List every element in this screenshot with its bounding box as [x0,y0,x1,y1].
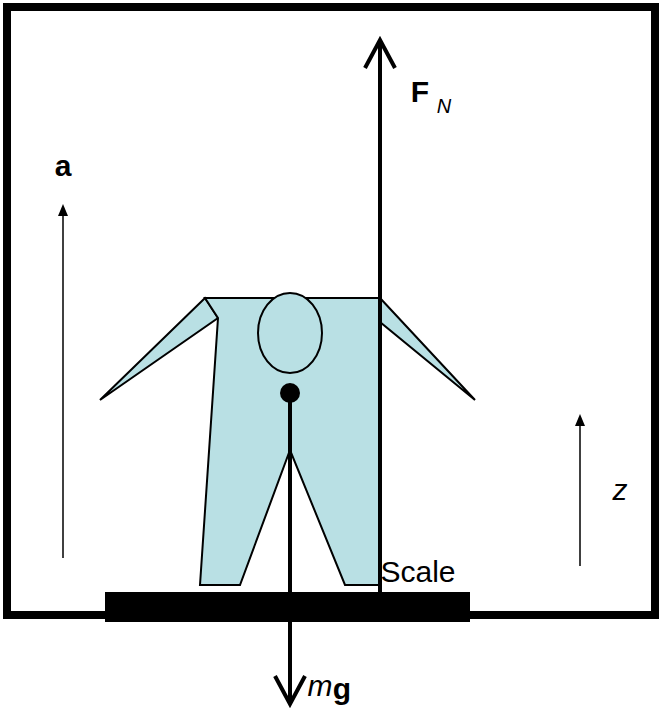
person-figure [100,293,475,585]
z-axis-arrow [575,414,585,566]
force-label: F [411,77,429,107]
axis-label: z [613,475,628,505]
acceleration-label: a [55,151,72,181]
acceleration-arrow [58,204,68,558]
scale-plate [105,592,470,622]
gravity-label: g [333,674,351,704]
force-subscript: N [437,96,451,116]
mass-label: m [308,671,333,701]
weight-arrow [275,393,305,704]
scale-label: Scale [380,557,455,587]
center-of-mass-dot [280,383,300,403]
normal-force-arrow [365,40,395,592]
elevator-box [7,7,655,615]
